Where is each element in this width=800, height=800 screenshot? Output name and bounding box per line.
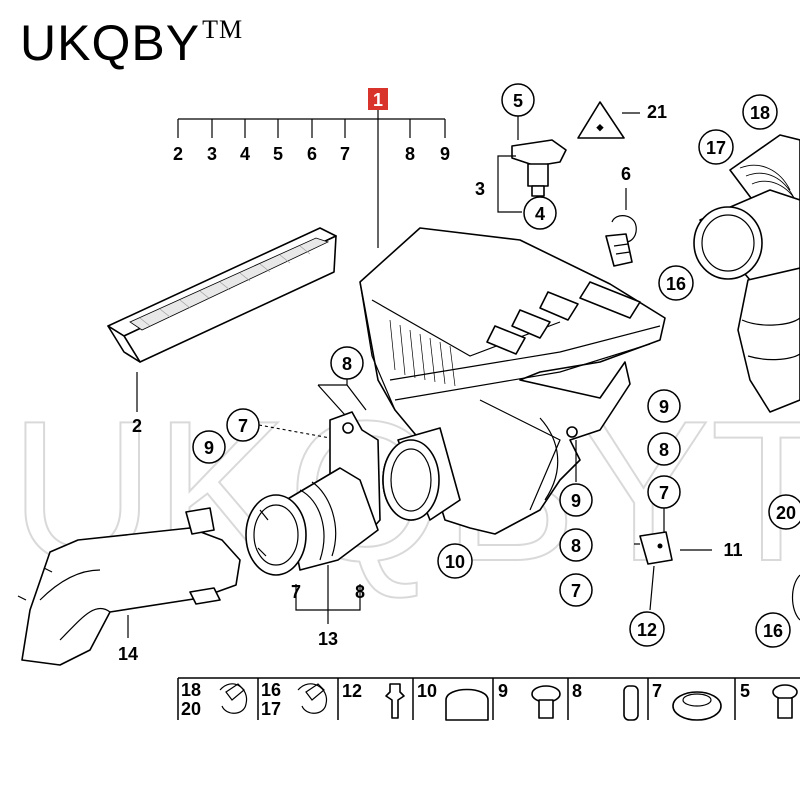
svg-text:9: 9 <box>204 438 214 458</box>
air-filter-element: 2 <box>107 227 337 436</box>
fastener-legend: 18 20 16 17 12 10 9 8 7 5 <box>177 677 800 721</box>
svg-text:8: 8 <box>355 582 365 602</box>
callout-1: 1 <box>368 88 388 248</box>
bracket-label: 7 <box>340 144 350 164</box>
legend-label-line2: 20 <box>181 699 201 719</box>
svg-text:9: 9 <box>659 397 669 417</box>
svg-text:20: 20 <box>776 503 796 523</box>
bracket-label: 9 <box>440 144 450 164</box>
callout-20: 20 <box>768 494 800 530</box>
fastener-stack-lower: 9 8 7 <box>559 440 593 607</box>
connector-clip: 6 <box>605 164 637 267</box>
svg-text:16: 16 <box>666 274 686 294</box>
top-bracket: 2 3 4 5 6 7 8 9 <box>173 118 450 164</box>
legend-label: 5 <box>740 681 750 701</box>
svg-text:9: 9 <box>571 491 581 511</box>
svg-text:7: 7 <box>238 416 248 436</box>
bracket-label: 3 <box>207 144 217 164</box>
legend-label: 9 <box>498 681 508 701</box>
fastener-stack-upper: 9 8 7 11 12 <box>629 389 743 647</box>
callout-2: 2 <box>132 416 142 436</box>
svg-text:11: 11 <box>723 540 742 560</box>
bracket-label: 8 <box>405 144 415 164</box>
svg-text:7: 7 <box>659 483 669 503</box>
intake-duct: 14 <box>17 507 241 666</box>
svg-text:17: 17 <box>706 138 726 158</box>
svg-text:7: 7 <box>571 581 581 601</box>
bracket-label: 5 <box>273 144 283 164</box>
callout-10: 10 <box>437 543 473 579</box>
intake-boot-upper: 18 17 16 <box>658 94 800 413</box>
brand-logo: UKQBYTM <box>20 15 244 71</box>
legend-label: 7 <box>652 681 662 701</box>
svg-text:8: 8 <box>571 536 581 556</box>
svg-text:4: 4 <box>535 204 545 224</box>
svg-text:21: 21 <box>647 102 667 122</box>
bracket-label: 2 <box>173 144 183 164</box>
warning-label: ◆ 21 <box>577 101 667 139</box>
svg-text:3: 3 <box>475 179 485 199</box>
svg-text:8: 8 <box>659 440 669 460</box>
intake-pipe: 8 7 9 7 8 13 <box>192 346 381 649</box>
legend-label: 10 <box>417 681 437 701</box>
svg-text:6: 6 <box>621 164 631 184</box>
legend-label-line2: 17 <box>261 699 281 719</box>
air-box-housing <box>359 227 666 535</box>
svg-text:7: 7 <box>291 582 301 602</box>
svg-text:13: 13 <box>318 629 338 649</box>
svg-text:16: 16 <box>763 621 783 641</box>
legend-label: 18 <box>181 680 201 700</box>
legend-label: 8 <box>572 681 582 701</box>
callout-16-lower: 16 <box>755 574 800 648</box>
svg-text:18: 18 <box>750 103 770 123</box>
mass-air-flow-sensor: 5 3 4 <box>475 83 567 230</box>
svg-text:10: 10 <box>445 552 465 572</box>
legend-label: 16 <box>261 680 281 700</box>
svg-text:1: 1 <box>373 90 383 110</box>
warning-label-glyph: ◆ <box>596 122 605 132</box>
svg-text:14: 14 <box>118 644 138 664</box>
svg-text:8: 8 <box>342 354 352 374</box>
bracket-label: 4 <box>240 144 250 164</box>
svg-text:12: 12 <box>637 620 657 640</box>
svg-text:5: 5 <box>513 91 523 111</box>
legend-label: 12 <box>342 681 362 701</box>
bracket-label: 6 <box>307 144 317 164</box>
